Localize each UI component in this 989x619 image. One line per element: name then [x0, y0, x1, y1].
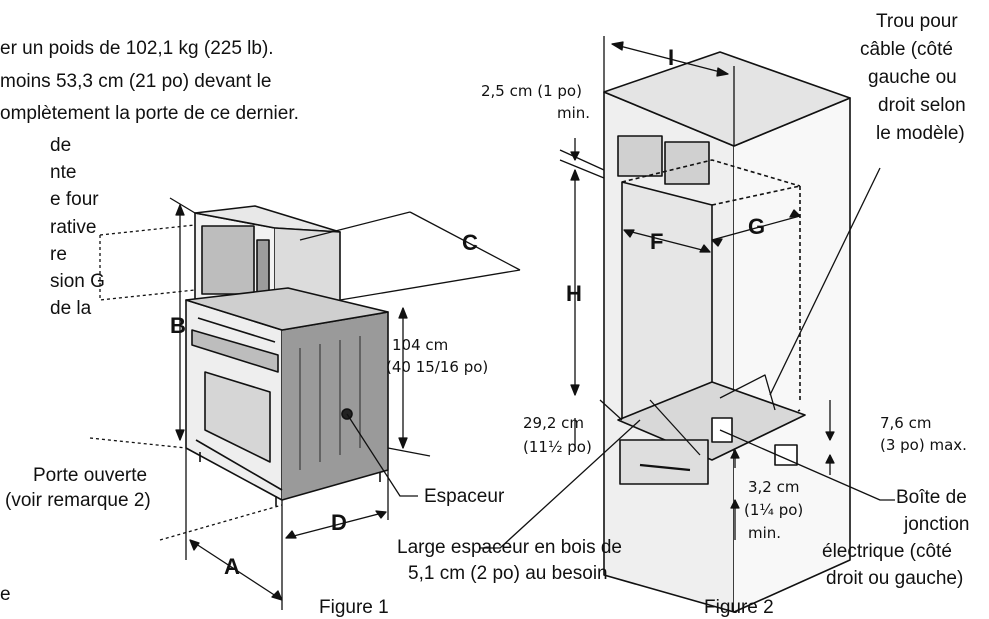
height-label-po: (40 15/16 po) [386, 358, 489, 376]
side-fragment: re [50, 244, 67, 265]
side-fragment: rative [50, 217, 97, 238]
top-gap-label: 2,5 cm (1 po) [481, 82, 582, 100]
side-fragment: de la [50, 298, 92, 319]
floor-gap-label: 29,2 cm [523, 414, 585, 432]
dimension-label-i: I [668, 45, 675, 70]
side-gap-po: (3 po) max. [880, 436, 967, 454]
figure2-caption: Figure 2 [704, 597, 774, 618]
junction-box-label: Boîte de [896, 487, 967, 508]
min-gap-label: 3,2 cm [748, 478, 800, 496]
cable-hole-label: droit selon [878, 95, 966, 116]
min-gap-min: min. [748, 524, 782, 542]
intro-line-3: omplètement la porte de ce dernier. [0, 103, 299, 124]
cable-hole-label: le modèle) [876, 123, 965, 144]
min-gap-po: (1¼ po) [744, 501, 804, 519]
side-fragment: nte [50, 162, 77, 183]
cable-hole-label: gauche ou [868, 67, 957, 88]
junction-box-label: électrique (côté [822, 541, 952, 562]
junction-box-label: jonction [904, 514, 970, 535]
door-open-label: Porte ouverte [33, 465, 148, 486]
dimension-label-f: F [650, 229, 664, 254]
intro-line-1: er un poids de 102,1 kg (225 lb). [0, 38, 274, 59]
cable-hole-label: Trou pour [876, 11, 958, 32]
dimension-label-d: D [331, 510, 347, 535]
wood-spacer-label: Large espaceur en bois de [397, 537, 622, 558]
figure2-cabinet [603, 51, 851, 613]
wood-spacer-size: 5,1 cm (2 po) au besoin [408, 563, 608, 584]
figure1-dimension-lines [89, 197, 521, 610]
cable-hole-label: câble (côté [860, 39, 953, 60]
side-fragment: e four [50, 189, 99, 210]
dimension-label-c: C [462, 230, 478, 255]
floor-gap-po: (11½ po) [523, 438, 592, 456]
door-open-note: (voir remarque 2) [5, 490, 151, 511]
junction-box-label: droit ou gauche) [826, 568, 964, 589]
dimension-label-h: H [566, 281, 582, 306]
dimension-label-g: G [748, 214, 766, 239]
top-gap-min: min. [557, 104, 591, 122]
figure2-dimension-lines [480, 36, 895, 549]
bottom-fragment: e [0, 584, 11, 605]
side-fragment: sion G [50, 271, 105, 292]
figure1-appliance [185, 205, 389, 506]
dimension-label-b: B [170, 313, 186, 338]
figure1-caption: Figure 1 [319, 597, 389, 618]
intro-line-2: moins 53,3 cm (21 po) devant le [0, 71, 272, 92]
height-label-cm: 104 cm [392, 336, 449, 354]
dimension-label-a: A [224, 554, 240, 579]
side-gap-label: 7,6 cm [880, 414, 932, 432]
side-fragment: de [50, 135, 72, 156]
spacer-label: Espaceur [424, 486, 505, 507]
